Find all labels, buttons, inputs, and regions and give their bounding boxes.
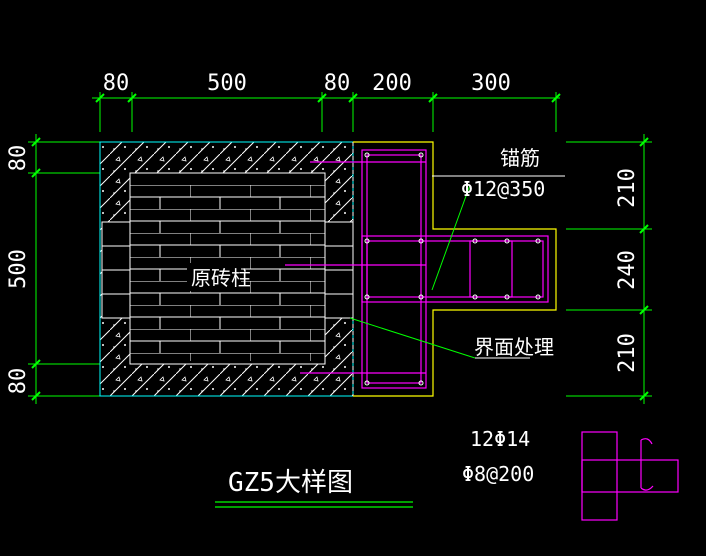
leader-lines	[349, 175, 565, 359]
drawing-title: GZ5大样图	[228, 468, 353, 498]
left-dim-3: 80	[6, 368, 31, 395]
top-dim-4: 200	[372, 71, 412, 96]
rebar-dots	[364, 152, 541, 386]
right-dim-1: 210	[615, 168, 640, 208]
top-dim-2: 500	[207, 71, 247, 96]
new-column-outline	[353, 141, 557, 397]
original-brick-column	[101, 142, 354, 396]
anchor-bar-label: 锚筋	[500, 146, 540, 170]
original-column-label: 原砖柱	[191, 266, 251, 290]
main-rebar-label: 12Φ14	[470, 427, 530, 451]
top-dim-5: 300	[471, 71, 511, 96]
top-dim-3: 80	[324, 71, 351, 96]
rebar-cage	[285, 149, 549, 389]
right-dimension-chain	[566, 134, 652, 404]
right-dim-3: 210	[615, 333, 640, 373]
title-underline	[215, 501, 413, 508]
left-dim-1: 80	[6, 145, 31, 172]
interface-label: 界面处理	[474, 335, 554, 359]
stirrup-detail	[581, 431, 679, 521]
right-dim-2: 240	[615, 250, 640, 290]
top-dimension-chain	[92, 92, 561, 132]
anchor-spec-label: Φ12@350	[461, 177, 545, 201]
stirrup-label: Φ8@200	[462, 462, 534, 486]
left-dimension-chain	[28, 134, 100, 404]
left-dim-2: 500	[6, 249, 31, 289]
top-dim-1: 80	[103, 71, 130, 96]
